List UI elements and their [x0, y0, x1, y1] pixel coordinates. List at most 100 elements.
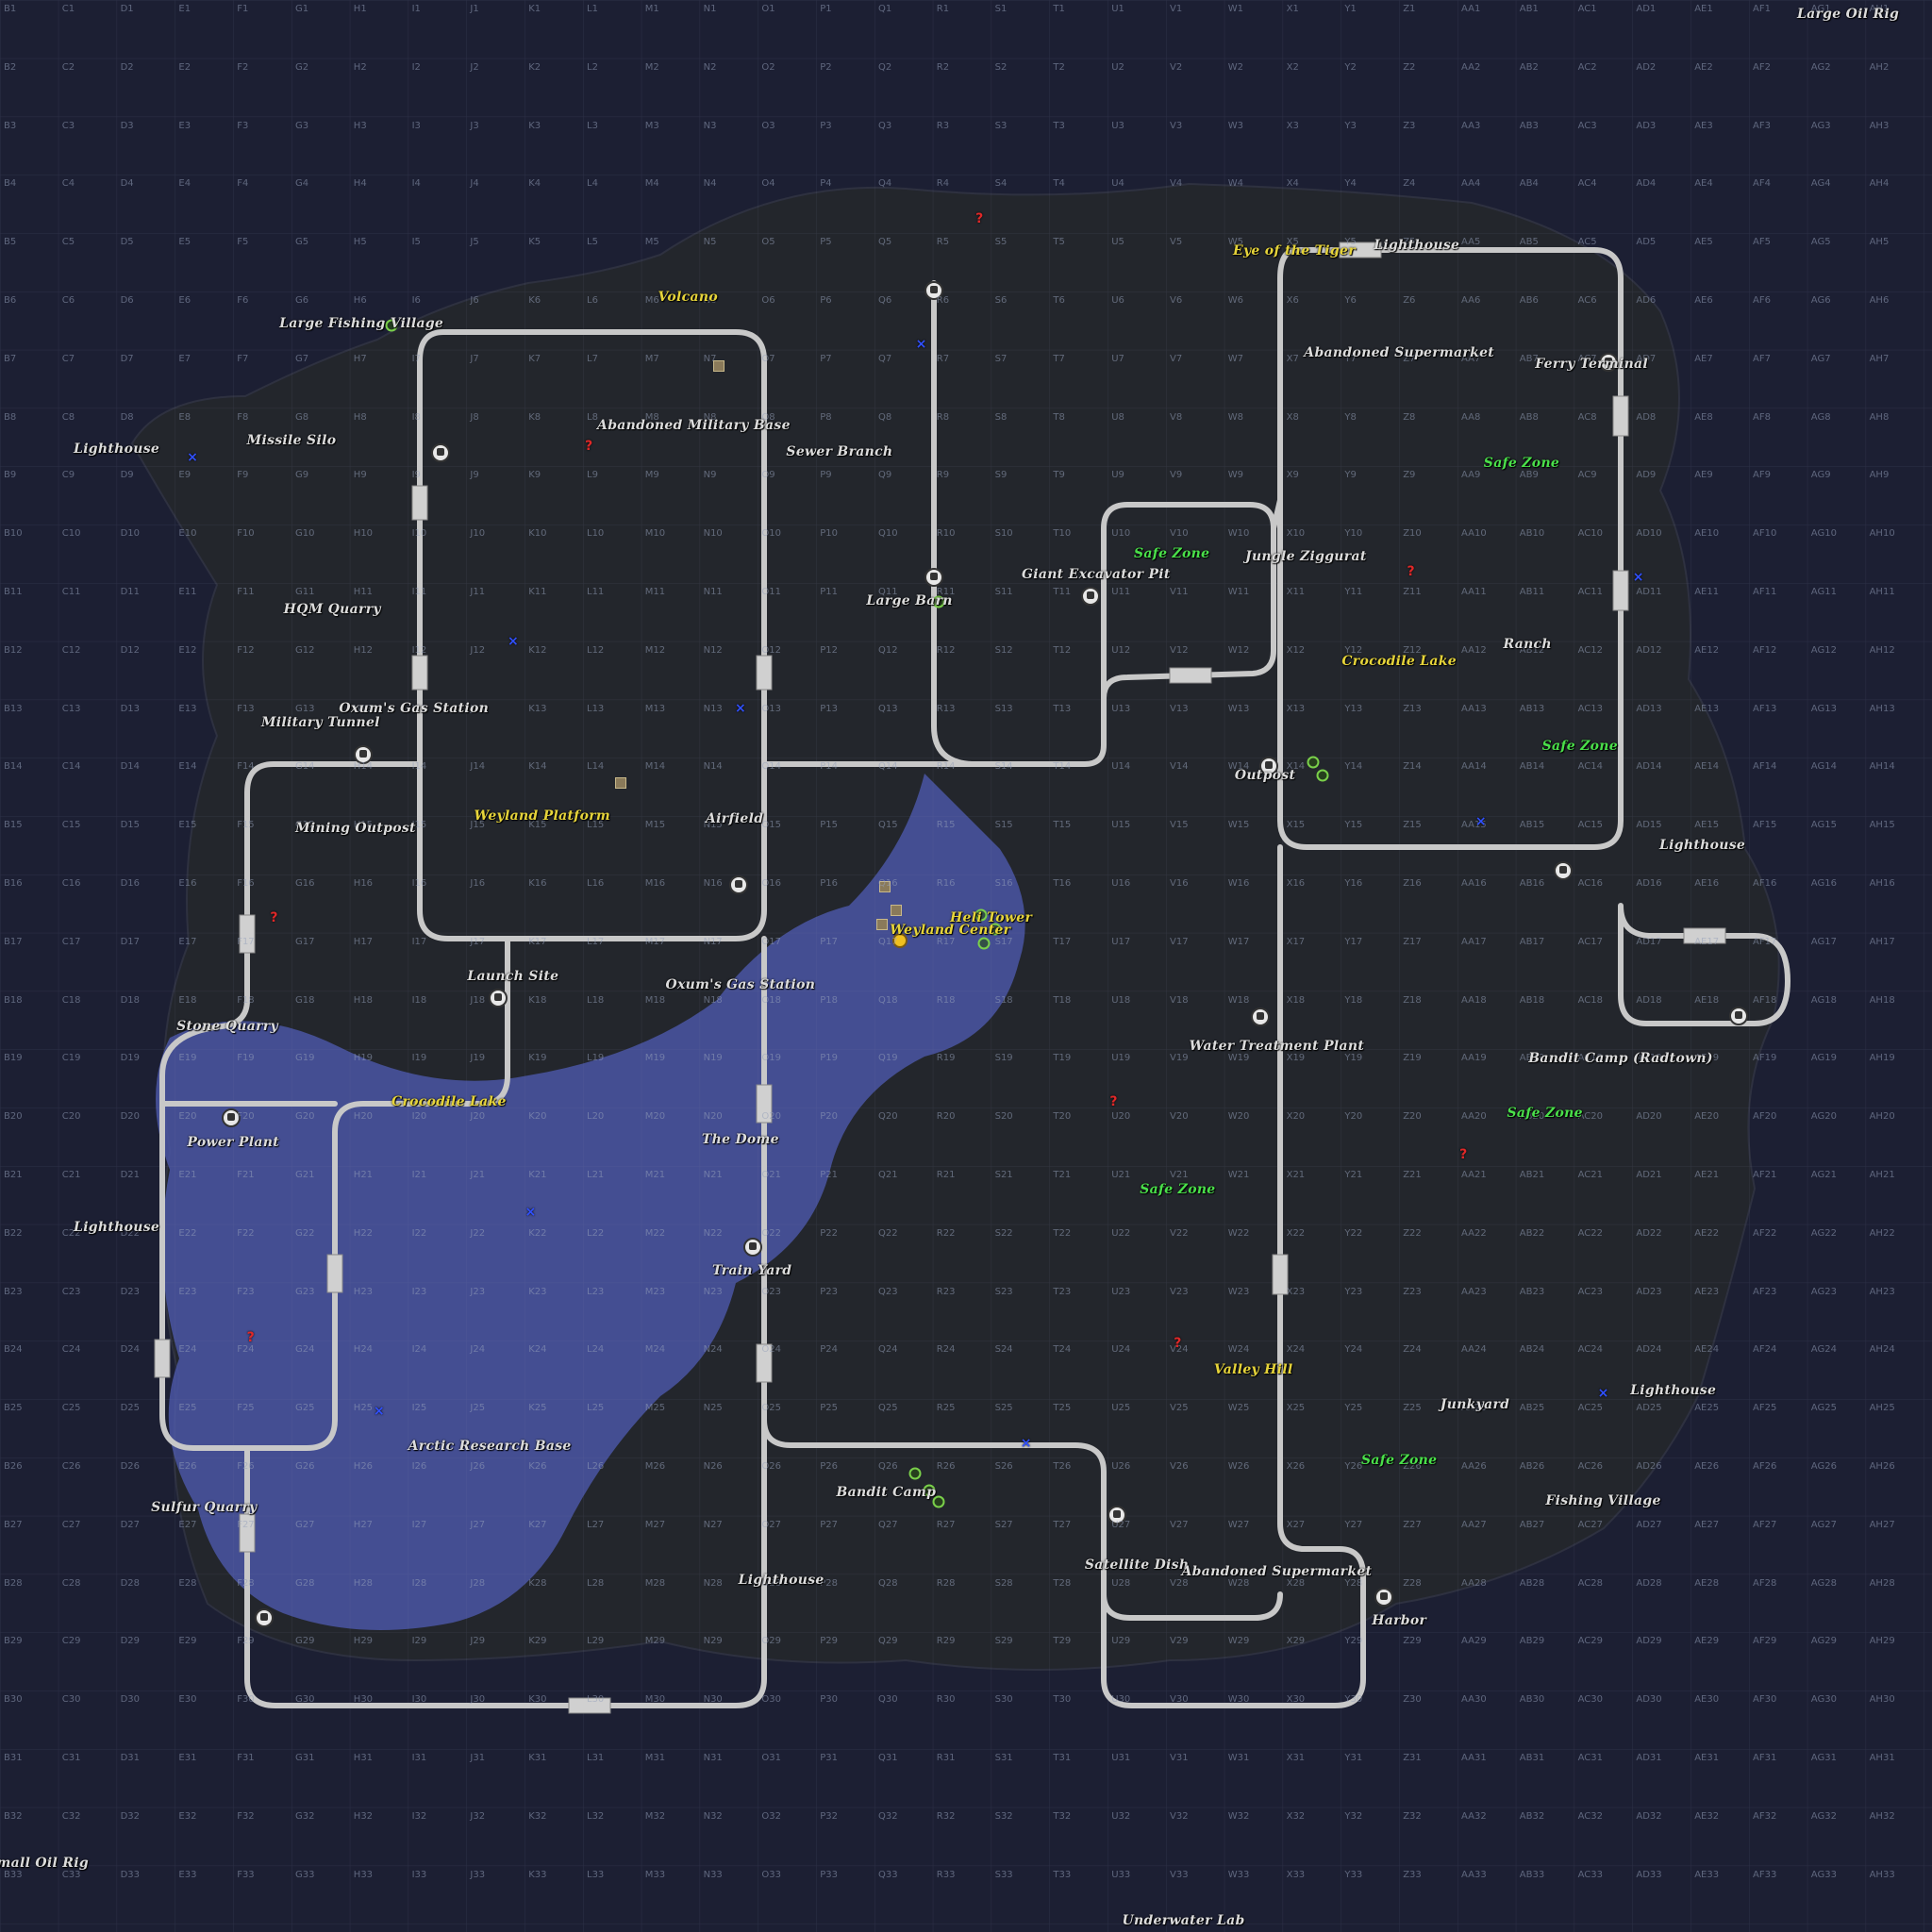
- location-label[interactable]: Junkyard: [1440, 1397, 1510, 1413]
- location-label[interactable]: Sulfur Quarry: [151, 1499, 258, 1515]
- location-label[interactable]: Volcano: [658, 290, 718, 306]
- train-station-icon[interactable]: [1259, 757, 1278, 775]
- question-marker-icon[interactable]: ?: [246, 1330, 255, 1346]
- location-label[interactable]: Safe Zone: [1507, 1106, 1583, 1122]
- location-label[interactable]: Stone Quarry: [176, 1018, 278, 1034]
- location-label[interactable]: Giant Excavator Pit: [1021, 566, 1171, 582]
- train-station-icon[interactable]: [1108, 1506, 1126, 1524]
- location-label[interactable]: Heli Tower: [950, 910, 1033, 926]
- train-station-icon[interactable]: [255, 1608, 274, 1627]
- location-label[interactable]: Water Treatment Plant: [1189, 1039, 1365, 1055]
- train-station-icon[interactable]: [729, 875, 748, 894]
- crate-icon[interactable]: [876, 919, 888, 930]
- safe-zone-icon[interactable]: [974, 908, 988, 922]
- question-marker-icon[interactable]: ?: [1109, 1094, 1118, 1110]
- location-label[interactable]: Lighthouse: [1374, 237, 1460, 253]
- location-label[interactable]: Arctic Research Base: [408, 1438, 572, 1454]
- train-station-icon[interactable]: [1554, 861, 1573, 880]
- location-label[interactable]: Abandoned Military Base: [597, 418, 791, 434]
- train-station-icon[interactable]: [743, 1238, 762, 1257]
- safe-zone-icon[interactable]: [977, 937, 991, 950]
- train-station-icon[interactable]: [1599, 353, 1618, 372]
- location-label[interactable]: Large Fishing Village: [279, 315, 444, 331]
- location-label[interactable]: Missile Silo: [246, 432, 337, 448]
- x-marker-icon[interactable]: ×: [1474, 814, 1487, 830]
- location-label[interactable]: Lighthouse: [74, 441, 160, 457]
- location-label[interactable]: Safe Zone: [1483, 456, 1560, 472]
- location-label[interactable]: Ferry Terminal: [1535, 357, 1649, 373]
- location-label[interactable]: HQM Quarry: [283, 601, 381, 617]
- location-label[interactable]: Safe Zone: [1361, 1453, 1438, 1469]
- crate-icon[interactable]: [713, 360, 724, 372]
- location-label[interactable]: Bandit Camp (Radtown): [1528, 1050, 1713, 1066]
- location-label[interactable]: Safe Zone: [1541, 739, 1618, 755]
- location-label[interactable]: Abandoned Supermarket: [1181, 1563, 1373, 1579]
- x-marker-icon[interactable]: ×: [525, 1205, 537, 1221]
- question-marker-icon[interactable]: ?: [1459, 1146, 1468, 1162]
- location-label[interactable]: Abandoned Supermarket: [1304, 344, 1495, 360]
- train-station-icon[interactable]: [1374, 1588, 1393, 1607]
- location-label[interactable]: Launch Site: [467, 969, 559, 985]
- location-label[interactable]: Oxum's Gas Station: [339, 700, 490, 716]
- monument-marker-icon[interactable]: [892, 933, 908, 948]
- safe-zone-icon[interactable]: [932, 1495, 945, 1508]
- location-label[interactable]: Safe Zone: [1140, 1181, 1216, 1197]
- location-label[interactable]: Weyland Center: [890, 922, 1011, 938]
- location-label[interactable]: Mining Outpost: [295, 820, 416, 836]
- location-label[interactable]: Bandit Camp: [836, 1485, 937, 1501]
- location-label[interactable]: Small Oil Rig: [0, 1855, 89, 1871]
- location-label[interactable]: Jungle Ziggurat: [1245, 549, 1367, 565]
- location-label[interactable]: Eye of the Tiger: [1233, 242, 1356, 258]
- safe-zone-icon[interactable]: [1316, 769, 1329, 782]
- location-label[interactable]: Train Yard: [712, 1263, 792, 1279]
- location-label[interactable]: Crocodile Lake: [391, 1094, 507, 1110]
- train-station-icon[interactable]: [1081, 587, 1100, 606]
- question-marker-icon[interactable]: ?: [585, 438, 593, 454]
- location-label[interactable]: Ranch: [1503, 636, 1552, 652]
- train-station-icon[interactable]: [489, 989, 508, 1008]
- safe-zone-icon[interactable]: [932, 595, 945, 608]
- x-marker-icon[interactable]: ×: [915, 336, 927, 352]
- crate-icon[interactable]: [891, 905, 902, 916]
- location-label[interactable]: Lighthouse: [74, 1219, 160, 1235]
- train-station-icon[interactable]: [1729, 1007, 1748, 1025]
- location-label[interactable]: Large Oil Rig: [1796, 7, 1900, 23]
- location-label[interactable]: Harbor: [1372, 1613, 1427, 1629]
- location-label[interactable]: Outpost: [1234, 767, 1296, 783]
- location-label[interactable]: Military Tunnel: [261, 715, 380, 731]
- crate-icon[interactable]: [615, 777, 626, 789]
- train-station-icon[interactable]: [431, 443, 450, 462]
- safe-zone-icon[interactable]: [1307, 756, 1320, 769]
- train-station-icon[interactable]: [354, 745, 373, 764]
- location-label[interactable]: Large Barn: [866, 592, 953, 608]
- location-label[interactable]: Safe Zone: [1134, 546, 1210, 562]
- location-label[interactable]: Power Plant: [187, 1135, 279, 1151]
- location-label[interactable]: Underwater Lab: [1122, 1913, 1245, 1928]
- x-marker-icon[interactable]: ×: [734, 700, 746, 716]
- location-label[interactable]: Satellite Dish: [1084, 1557, 1190, 1574]
- location-label[interactable]: Sewer Branch: [786, 443, 893, 459]
- location-label[interactable]: Weyland Platform: [474, 808, 611, 824]
- location-label[interactable]: Airfield: [706, 811, 764, 827]
- location-label[interactable]: Crocodile Lake: [1341, 654, 1457, 670]
- x-marker-icon[interactable]: ×: [373, 1403, 385, 1419]
- x-marker-icon[interactable]: ×: [187, 450, 198, 466]
- location-label[interactable]: Lighthouse: [738, 1572, 824, 1588]
- x-marker-icon[interactable]: ×: [1597, 1386, 1609, 1402]
- location-label[interactable]: Oxum's Gas Station: [665, 977, 816, 993]
- location-label[interactable]: The Dome: [701, 1132, 779, 1148]
- crate-icon[interactable]: [879, 881, 891, 892]
- train-station-icon[interactable]: [924, 281, 943, 300]
- safe-zone-icon[interactable]: [908, 1467, 922, 1480]
- location-label[interactable]: Lighthouse: [1630, 1382, 1717, 1398]
- x-marker-icon[interactable]: ×: [1020, 1435, 1032, 1451]
- x-marker-icon[interactable]: ×: [1632, 569, 1644, 585]
- question-marker-icon[interactable]: ?: [270, 910, 278, 926]
- x-marker-icon[interactable]: ×: [507, 633, 519, 649]
- safe-zone-icon[interactable]: [385, 319, 398, 332]
- location-label[interactable]: Fishing Village: [1545, 1493, 1661, 1509]
- location-label[interactable]: Lighthouse: [1659, 838, 1746, 854]
- location-label[interactable]: Valley Hill: [1213, 1362, 1293, 1378]
